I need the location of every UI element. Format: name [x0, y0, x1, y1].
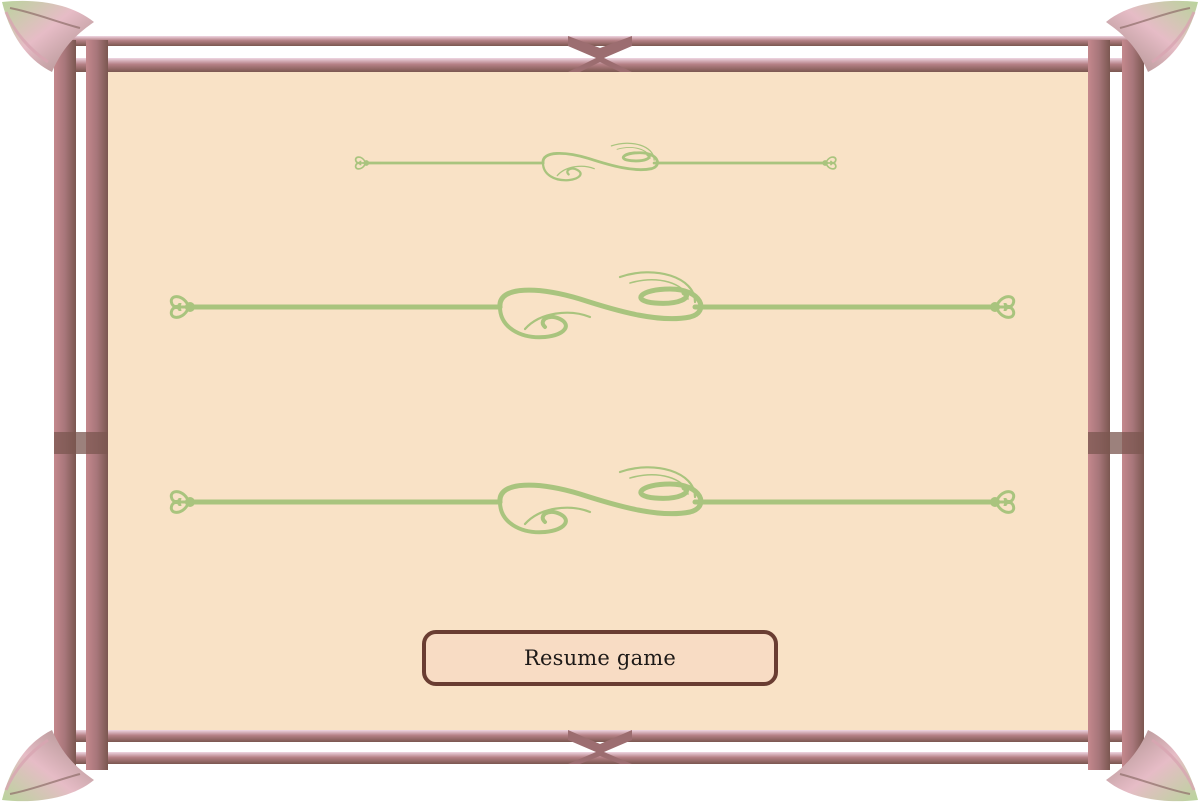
resume-game-label: Resume game	[523, 646, 677, 670]
resume-game-button[interactable]: Resume game	[422, 630, 778, 686]
